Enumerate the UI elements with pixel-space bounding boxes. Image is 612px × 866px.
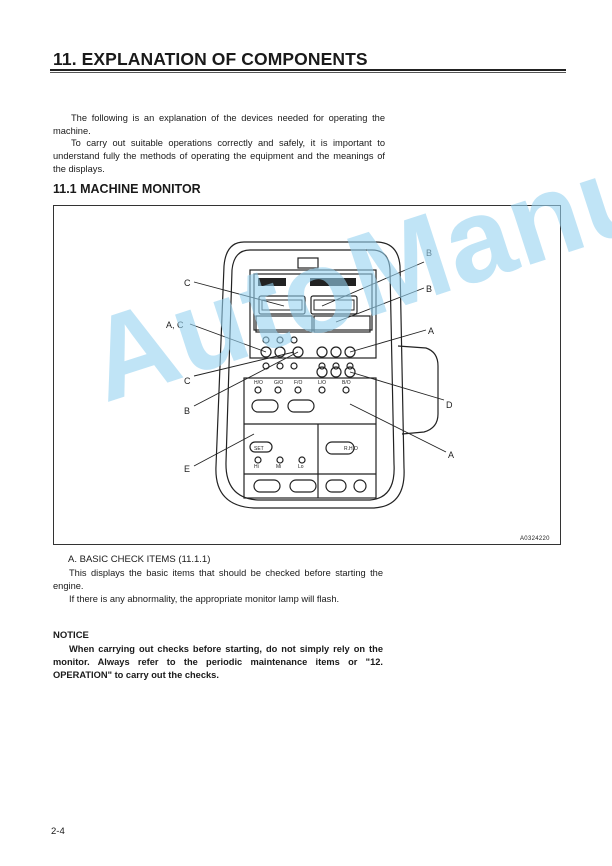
intro-paragraph-2: To carry out suitable operations correct… bbox=[53, 138, 385, 174]
top-mount bbox=[297, 257, 319, 269]
mode-label-fo: F/O bbox=[294, 380, 302, 386]
monitor-housing-outer bbox=[215, 241, 405, 509]
section-title: 11.1 MACHINE MONITOR bbox=[53, 182, 201, 196]
callout-b-second: B bbox=[426, 284, 432, 294]
mode-label-lo: L/O bbox=[318, 380, 326, 386]
callout-a-right: A bbox=[428, 326, 434, 336]
heading-rule bbox=[50, 69, 566, 71]
callout-d: D bbox=[446, 400, 453, 410]
speed-label-lo: Lo bbox=[298, 464, 304, 470]
lcd-frame bbox=[253, 273, 373, 331]
figure-code: A0324220 bbox=[520, 536, 550, 542]
display-frame bbox=[249, 269, 377, 359]
page-number: 2-4 bbox=[51, 826, 65, 837]
mode-label-go: G/O bbox=[274, 380, 283, 386]
speed-label-hi: Hi bbox=[254, 464, 259, 470]
monitor-bracket bbox=[397, 345, 439, 435]
callout-b-lower: B bbox=[184, 406, 190, 416]
speed-label-mi: Mi bbox=[276, 464, 281, 470]
auto-decel-label: R.H.O bbox=[344, 446, 358, 452]
notice-title: NOTICE bbox=[53, 630, 89, 641]
set-button-label: SET bbox=[254, 446, 264, 452]
basic-check-title: A. BASIC CHECK ITEMS (11.1.1) bbox=[68, 554, 211, 565]
callout-a-c: A, C bbox=[166, 320, 184, 330]
basic-check-line-2: If there is any abnormality, the appropr… bbox=[69, 594, 340, 604]
mode-label-ho: H/O bbox=[254, 380, 263, 386]
monitor-diagram: H/O G/O F/O L/O B/O SET Hi Mi Lo R.H.O bbox=[166, 241, 550, 542]
callout-e: E bbox=[184, 464, 190, 474]
monitor-lamps bbox=[260, 336, 356, 378]
notice-text: When carrying out checks before starting… bbox=[53, 644, 383, 680]
fuel-level-panel bbox=[313, 315, 371, 333]
monitor-housing-inner bbox=[225, 249, 395, 501]
switch-panel bbox=[243, 377, 377, 499]
callout-b-top: B bbox=[426, 248, 432, 258]
left-gauge bbox=[258, 295, 306, 315]
intro-paragraph-1: The following is an explanation of the d… bbox=[53, 113, 385, 136]
heading-rule-thin bbox=[50, 72, 566, 73]
coolant-temp-panel bbox=[255, 315, 313, 333]
callout-c-top: C bbox=[184, 278, 191, 288]
callout-c-lower: C bbox=[184, 376, 191, 386]
mode-label-bo: B/O bbox=[342, 380, 351, 386]
callout-a-lower: A bbox=[448, 450, 454, 460]
right-gauge bbox=[310, 295, 358, 315]
machine-monitor-figure: H/O G/O F/O L/O B/O SET Hi Mi Lo R.H.O bbox=[53, 205, 561, 545]
chapter-heading: 11. EXPLANATION OF COMPONENTS bbox=[53, 49, 368, 69]
basic-check-line-1: This displays the basic items that shoul… bbox=[53, 568, 383, 591]
